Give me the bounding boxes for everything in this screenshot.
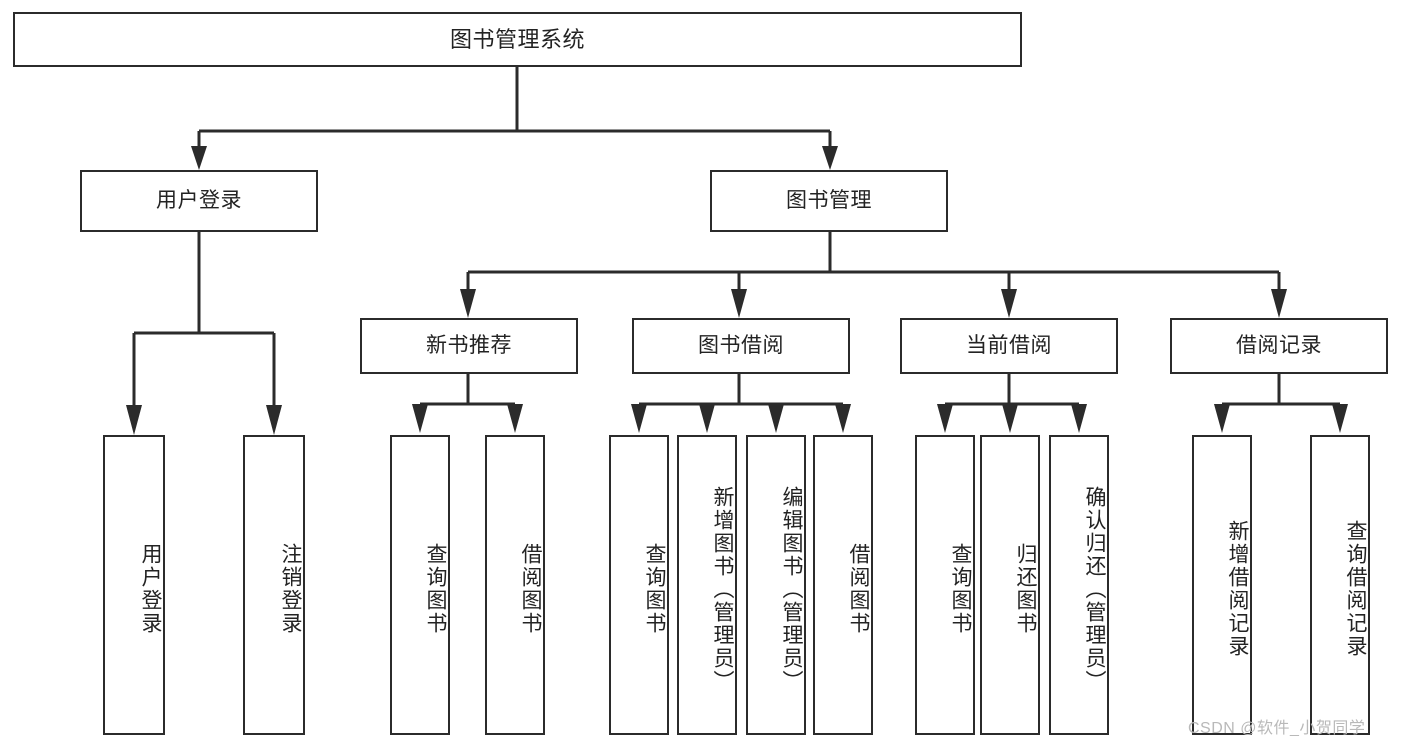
leaf-borrow-edit-book-admin[interactable]: 编辑图书（管理员） <box>746 435 806 735</box>
node-borrow-record-label: 借阅记录 <box>1236 333 1322 357</box>
arrow-heads <box>126 146 1348 435</box>
node-new-book-recommend[interactable]: 新书推荐 <box>360 318 578 374</box>
node-root-system[interactable]: 图书管理系统 <box>13 12 1022 67</box>
leaf-user-login-label: 用户登录 <box>139 543 162 635</box>
leaf-borrow-add-book-admin[interactable]: 新增图书（管理员） <box>677 435 737 735</box>
leaf-borrow-query-book[interactable]: 查询图书 <box>609 435 669 735</box>
leaf-borrow-edit-book-admin-label: 编辑图书（管理员） <box>780 485 803 693</box>
leaf-borrow-borrow-book-label: 借阅图书 <box>847 543 870 635</box>
csdn-watermark: CSDN @软件_小贺同学 <box>1188 720 1366 737</box>
node-user-login-label: 用户登录 <box>156 188 242 212</box>
node-book-borrow-label: 图书借阅 <box>698 333 784 357</box>
leaf-current-query-book-label: 查询图书 <box>949 543 972 635</box>
leaf-current-confirm-return-admin[interactable]: 确认归还（管理员） <box>1049 435 1109 735</box>
node-new-book-recommend-label: 新书推荐 <box>426 333 512 357</box>
leaf-borrow-add-book-admin-label: 新增图书（管理员） <box>711 485 734 693</box>
leaf-recommend-borrow-book[interactable]: 借阅图书 <box>485 435 545 735</box>
node-user-login[interactable]: 用户登录 <box>80 170 318 232</box>
leaf-current-query-book[interactable]: 查询图书 <box>915 435 975 735</box>
leaf-current-return-book[interactable]: 归还图书 <box>980 435 1040 735</box>
leaf-user-login[interactable]: 用户登录 <box>103 435 165 735</box>
leaf-recommend-query-book[interactable]: 查询图书 <box>390 435 450 735</box>
leaf-recommend-borrow-book-label: 借阅图书 <box>519 543 542 635</box>
leaf-current-return-book-label: 归还图书 <box>1014 543 1037 635</box>
leaf-record-add-record[interactable]: 新增借阅记录 <box>1192 435 1252 735</box>
leaf-current-confirm-return-admin-label: 确认归还（管理员） <box>1083 485 1106 693</box>
node-current-borrow-label: 当前借阅 <box>966 333 1052 357</box>
node-book-management[interactable]: 图书管理 <box>710 170 948 232</box>
node-book-management-label: 图书管理 <box>786 188 872 212</box>
leaf-logout-label: 注销登录 <box>279 543 302 635</box>
leaf-record-query-record[interactable]: 查询借阅记录 <box>1310 435 1370 735</box>
node-current-borrow[interactable]: 当前借阅 <box>900 318 1118 374</box>
node-borrow-record[interactable]: 借阅记录 <box>1170 318 1388 374</box>
leaf-recommend-query-book-label: 查询图书 <box>424 543 447 635</box>
leaf-borrow-query-book-label: 查询图书 <box>643 543 666 635</box>
node-root-system-label: 图书管理系统 <box>449 26 585 52</box>
node-book-borrow[interactable]: 图书借阅 <box>632 318 850 374</box>
leaf-record-add-record-label: 新增借阅记录 <box>1226 520 1249 658</box>
leaf-logout[interactable]: 注销登录 <box>243 435 305 735</box>
leaf-record-query-record-label: 查询借阅记录 <box>1344 520 1367 658</box>
leaf-borrow-borrow-book[interactable]: 借阅图书 <box>813 435 873 735</box>
